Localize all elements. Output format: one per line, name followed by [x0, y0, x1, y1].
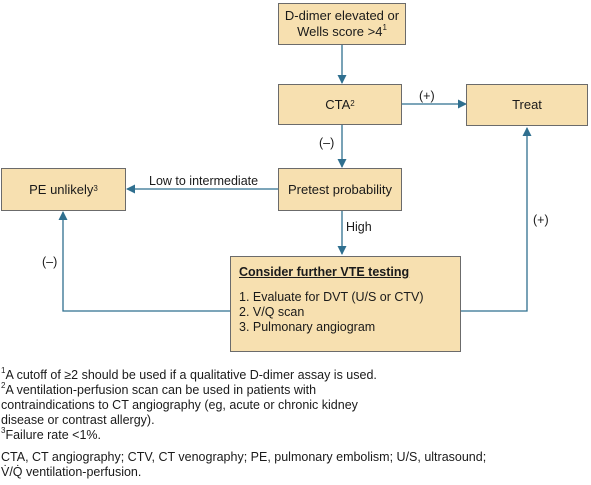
further-testing-item: 1. Evaluate for DVT (U/S or CTV): [239, 290, 424, 304]
footnote-2-cont: disease or contrast allergy).: [1, 413, 586, 428]
footnote-text: disease or contrast allergy).: [1, 413, 155, 427]
node-cta-label: CTA: [325, 96, 351, 112]
further-testing-item: 2. V/Q scan: [239, 305, 305, 319]
edge-label-low-intermediate: Low to intermediate: [149, 174, 259, 188]
node-treat: Treat: [466, 84, 588, 126]
footnote-text: Failure rate <1%.: [5, 428, 101, 442]
further-testing-list: 1. Evaluate for DVT (U/S or CTV) 2. V/Q …: [239, 290, 452, 335]
edge-label-cta-negative: (–): [319, 136, 335, 150]
node-treat-label: Treat: [512, 97, 542, 112]
footnote-text: contraindications to CT angiography (eg,…: [1, 398, 358, 412]
footnote-text: A ventilation-perfusion scan can be used…: [5, 383, 317, 397]
footnote-1: 1A cutoff of ≥2 should be used if a qual…: [1, 365, 586, 383]
abbreviations: CTA, CT angiography; CTV, CT venography;…: [1, 450, 586, 480]
edge-label-further-positive: (+): [533, 213, 549, 227]
abbreviations-line: CTA, CT angiography; CTV, CT venography;…: [1, 450, 487, 464]
node-dimer-wells-line2: Wells score >4: [297, 24, 383, 39]
node-pretest-label: Pretest probability: [287, 181, 393, 197]
node-further-vte-testing: Consider further VTE testing 1. Evaluate…: [230, 256, 461, 352]
footnote-text: A cutoff of ≥2 should be used if a quali…: [5, 368, 377, 382]
footnote-3: 3Failure rate <1%.: [1, 425, 586, 443]
edge-label-cta-positive: (+): [419, 89, 435, 103]
footnote-mark: 2: [1, 380, 6, 390]
further-testing-item: 3. Pulmonary angiogram: [239, 320, 376, 334]
footnote-2: 2A ventilation-perfusion scan can be use…: [1, 380, 586, 398]
node-dimer-wells-line1: D-dimer elevated or: [284, 8, 400, 23]
edge-label-high: High: [346, 220, 372, 234]
footnote-ref-1: 1: [382, 22, 387, 32]
node-pe-unlikely-label: PE unlikely: [29, 181, 94, 197]
arrow-further-to-pe-unlikely: [58, 211, 230, 312]
footnote-mark: 1: [1, 365, 6, 375]
footnotes: 1A cutoff of ≥2 should be used if a qual…: [1, 365, 586, 480]
footnote-2-cont: contraindications to CT angiography (eg,…: [1, 398, 586, 413]
footnote-mark: 3: [1, 425, 6, 435]
arrow-further-to-treat: [461, 127, 532, 312]
node-pretest-probability: Pretest probability: [278, 168, 402, 211]
further-testing-heading: Consider further VTE testing: [239, 265, 410, 279]
edge-label-further-negative: (–): [42, 255, 58, 269]
abbreviations-line: V̇/Q̇ ventilation-perfusion.: [1, 465, 142, 479]
node-dimer-wells: D-dimer elevated or Wells score >41: [278, 3, 406, 45]
